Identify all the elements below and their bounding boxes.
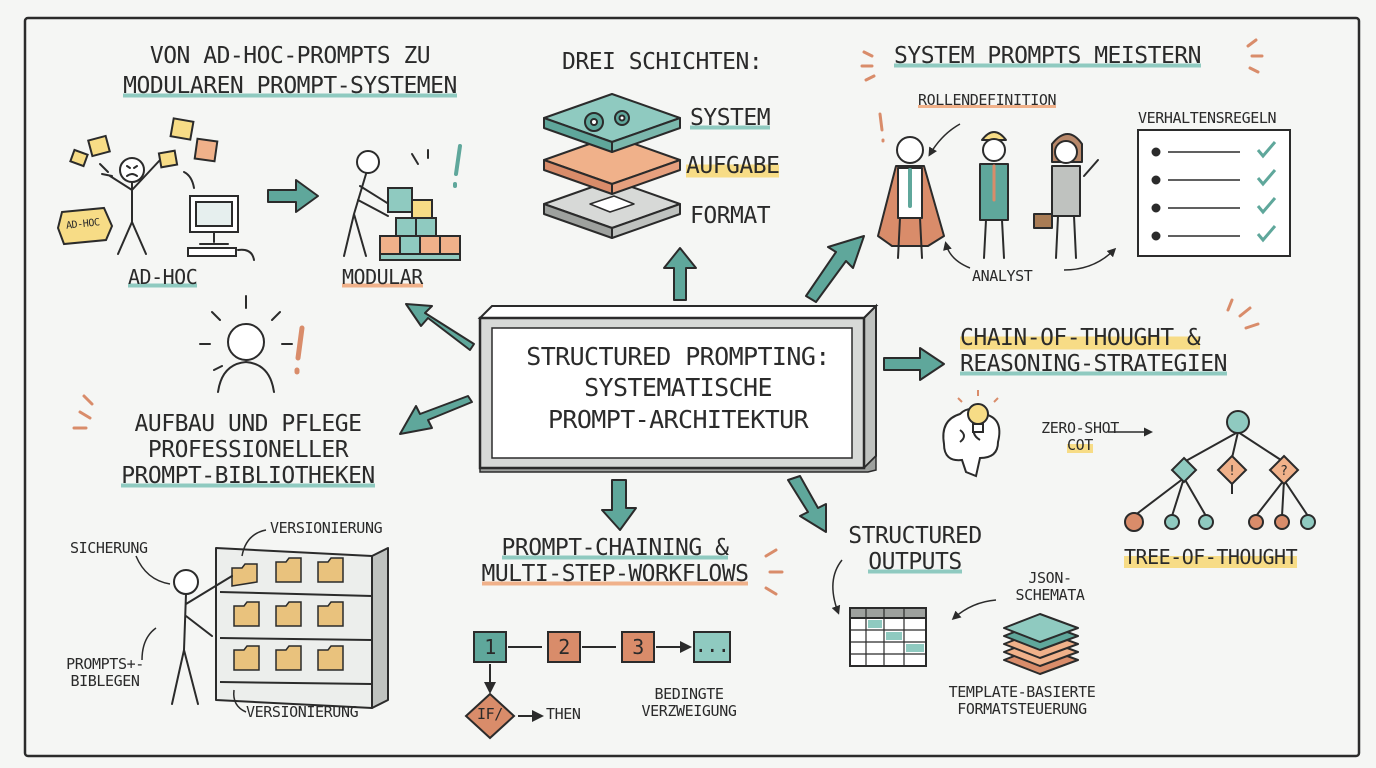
ablegen-label: Prompts+- biblegen: [50, 656, 160, 690]
zero-shot-line-1: Zero-Shot: [1041, 419, 1119, 437]
step-3: 3: [632, 635, 644, 659]
central-title: Structured Prompting: Systematische Prom…: [492, 318, 864, 458]
arrow-to-chaining: [601, 479, 637, 531]
analyst-label: Analyst: [972, 267, 1033, 285]
chaining-heading-line-1: Prompt-Chaining &: [501, 535, 729, 561]
zero-shot-label: Zero-Shot CoT: [1020, 420, 1140, 454]
output-table: [849, 607, 927, 667]
library-heading: Aufbau und Pflege professioneller Prompt…: [88, 411, 408, 489]
branch-line-1: Bedingte: [654, 685, 724, 703]
adhoc-tag: [56, 206, 114, 246]
versionierung-top-label: Versionierung: [270, 519, 383, 537]
arrow-adhoc-to-modular: [267, 179, 319, 213]
layer-stack: [543, 93, 681, 239]
arrow-to-modular: [405, 303, 475, 351]
template-stack: [1003, 613, 1079, 675]
ablegen-line-2: biblegen: [70, 671, 140, 690]
gear-icon: [584, 110, 630, 132]
librarian-figure: [171, 569, 233, 705]
then-label: THEN: [546, 705, 581, 723]
step-1: 1: [484, 635, 496, 659]
rules-checklist: [1137, 129, 1291, 257]
outer-frame: [23, 16, 1361, 758]
exclamation-icon: [878, 112, 885, 143]
modular-illustration: [343, 149, 461, 261]
cot-heading-line-1: Chain-of-Thought &: [960, 325, 1201, 351]
layer-aufgabe: Aufgabe: [686, 153, 780, 179]
library-heading-line-2: professioneller: [147, 436, 349, 463]
tree-of-thought-label: Tree-of-Thought: [1124, 545, 1298, 569]
step-more: ...: [694, 633, 730, 657]
connector-arrows: [267, 179, 945, 533]
adhoc-illustration: [56, 117, 255, 261]
exclamation-icon: [294, 325, 305, 375]
hardhat-icon: [981, 131, 1007, 141]
outputs-heading: Structured Outputs: [820, 523, 1010, 576]
modular-label: Modular: [342, 265, 423, 289]
outputs-heading-line-2: Outputs: [868, 548, 962, 575]
template-line-2: Formatsteuerung: [957, 699, 1087, 718]
layer-system: System: [690, 105, 771, 131]
central-box: [477, 303, 879, 473]
branch-line-2: Verzweigung: [641, 701, 737, 720]
role-definition-label: Rollendefinition: [918, 91, 1057, 109]
chain-steps: [464, 631, 731, 740]
json-schema-label: JSON- Schemata: [1000, 570, 1100, 604]
layers-heading: Drei Schichten:: [562, 49, 763, 75]
cot-heading-line-2: Reasoning-Strategien: [960, 350, 1227, 377]
branch-label: Bedingte Verzweigung: [624, 686, 754, 720]
folder-icon: [231, 557, 344, 671]
tree-mark-excl: !: [1228, 464, 1236, 479]
step-2: 2: [558, 635, 570, 659]
template-line-1: Template-basierte: [948, 683, 1096, 701]
adhoc-heading-line-1: Von Ad-hoc-Prompts zu: [149, 43, 431, 69]
cot-heading: Chain-of-Thought & Reasoning-Strategien: [960, 325, 1227, 378]
tree-mark-q: ?: [1280, 464, 1288, 479]
ablegen-line-1: Prompts+-: [66, 655, 144, 673]
role-figures: [877, 131, 1099, 259]
json-line-1: JSON-: [1028, 569, 1072, 587]
adhoc-heading: Von Ad-hoc-Prompts zu modularen Prompt-S…: [90, 43, 490, 100]
arrow-to-cot: [883, 347, 945, 381]
library-heading-line-1: Aufbau und Pflege: [134, 411, 362, 437]
briefcase-icon: [1033, 213, 1053, 229]
layer-format: Format: [690, 203, 771, 229]
thought-tree: [1124, 410, 1316, 532]
exclamation-icon: [453, 144, 462, 188]
sicherung-label: Sicherung: [70, 539, 148, 557]
template-label: Template-basierte Formatsteuerung: [922, 684, 1122, 718]
adhoc-heading-line-2: modularen Prompt-Systemen: [123, 72, 457, 99]
behavior-rules-label: Verhaltensregeln: [1138, 109, 1277, 127]
title-line-2: Systematische: [584, 373, 772, 403]
title-line-3: Prompt-Architektur: [547, 404, 809, 434]
system-prompts-heading: System Prompts meistern: [894, 43, 1202, 69]
accent-sparks: [72, 38, 1264, 596]
arrow-to-layers: [663, 247, 697, 301]
chaining-heading: Prompt-Chaining & Multi-Step-Workflows: [450, 535, 780, 588]
chaining-heading-line-2: Multi-Step-Workflows: [481, 560, 749, 587]
arrow-to-system-prompts: [805, 235, 865, 303]
title-line-1: Structured Prompting:: [526, 342, 830, 372]
library-heading-line-3: Prompt-Bibliotheken: [121, 462, 375, 489]
json-line-2: Schemata: [1015, 585, 1085, 604]
arrow-to-outputs: [787, 475, 827, 533]
arrow-to-library: [399, 395, 473, 435]
person-alert: [199, 295, 293, 393]
lightbulb-icon: [957, 390, 999, 433]
if-label: IF/: [477, 705, 503, 723]
outputs-heading-line-1: Structured: [848, 523, 982, 549]
checkbox-icon: [1151, 141, 1277, 243]
zero-shot-line-2: CoT: [1067, 435, 1093, 454]
adhoc-label: Ad-hoc: [128, 265, 198, 289]
versionierung-bottom-label: Versionierung: [246, 703, 359, 721]
